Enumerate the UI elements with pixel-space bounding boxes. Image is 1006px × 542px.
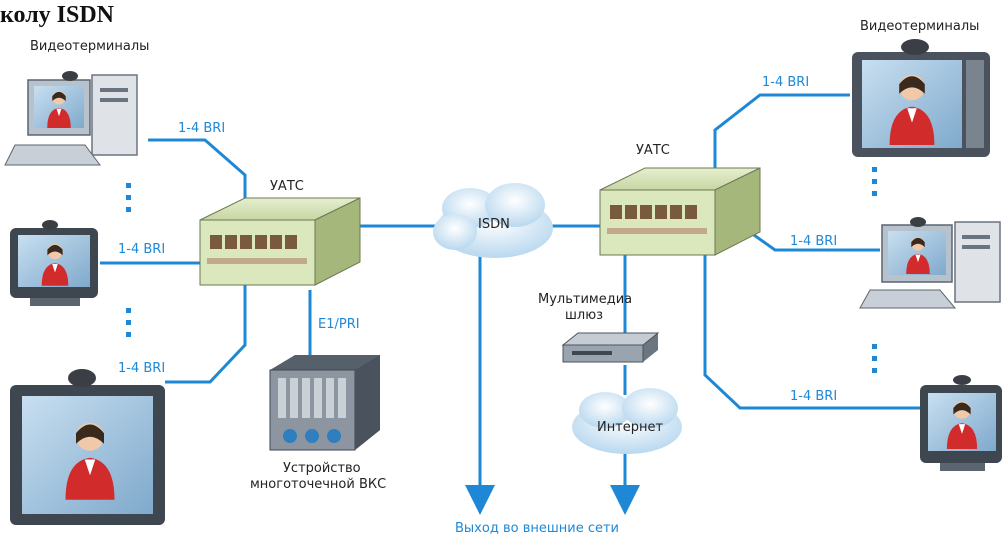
bri-label-right-mid: 1-4 BRI [790,234,837,249]
pbx-left-label: УАТС [270,179,304,194]
bri-label-right-top: 1-4 BRI [762,75,809,90]
ellipsis-dots-right-bottom [872,344,877,373]
e1-pri-label: E1/PRI [318,317,360,332]
exit-label: Выход во внешние сети [455,521,619,536]
video-tv-right-top [852,39,990,157]
bri-label-left-mid: 1-4 BRI [118,242,165,257]
gateway-label-line2: шлюз [565,308,603,323]
ellipsis-dots-left-bottom [126,308,131,337]
multimedia-gateway [561,332,660,363]
bri-label-left-bottom: 1-4 BRI [118,361,165,376]
desktop-terminal-left-top [4,71,138,166]
isdn-label: ISDN [478,217,510,232]
ellipsis-dots-left-top [126,183,131,212]
link-left-top [148,138,247,205]
desktop-terminal-right-mid [859,217,1001,309]
ellipsis-dots-right-top [872,167,877,196]
pbx-right [599,167,761,256]
internet-label: Интернет [597,420,664,435]
page-heading-fragment: колу ISDN [0,2,115,28]
mcu-label-line1: Устройство [283,461,361,476]
gateway-label-line1: Мультимедиа [538,292,632,307]
mcu-label-line2: многоточечной ВКС [250,477,386,492]
video-monitor-right-bottom [920,375,1002,471]
bri-label-left-top: 1-4 BRI [178,121,225,136]
link-right-bottom [703,255,920,410]
internet-cloud [572,388,682,454]
mcu-device [269,355,380,451]
pbx-left [199,197,361,286]
pbx-right-label: УАТС [636,143,670,158]
video-tv-left-bottom [10,369,165,525]
bri-label-right-bottom: 1-4 BRI [790,389,837,404]
video-monitor-left-mid [10,220,98,306]
video-terminals-right-label: Видеотерминалы [860,19,979,34]
link-left-bottom [165,285,247,384]
link-right-top [713,93,850,170]
video-terminals-left-label: Видеотерминалы [30,39,149,54]
connection-lines [100,93,920,515]
isdn-cloud [433,183,553,258]
